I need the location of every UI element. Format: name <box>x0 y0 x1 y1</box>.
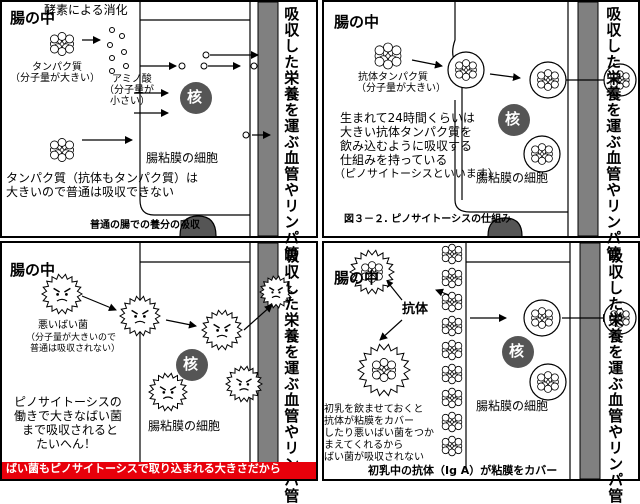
p3-caption-bar: ばい菌もピノサイトーシスで取り込まれる大きさだから <box>2 462 316 479</box>
p3-germ-right <box>224 365 264 403</box>
p2-nucleus-label: 核 <box>505 110 521 128</box>
panel-2-vessel <box>577 1 599 237</box>
p1-protein-cluster <box>50 32 74 56</box>
p3-germ-entry <box>119 295 161 337</box>
p3-bad-sub2: 普通は吸収されない） <box>30 344 121 354</box>
p4-note-line3: したり悪いばい菌をつか <box>324 428 434 439</box>
p4-vesicle-vessel-molecules <box>610 308 630 328</box>
p4-antibody-coating <box>441 243 463 265</box>
p1-vessel-label: 吸収した栄養を運ぶ血管やリンパ管 <box>282 6 301 262</box>
p1-protein-label: タンパク質 <box>32 62 82 73</box>
nucleus-1 <box>180 82 212 114</box>
p2-antibody-cluster <box>374 42 402 70</box>
p2-desc-line2: 大きい抗体タンパク質を <box>340 125 473 139</box>
p2-vesicle-mid-molecules <box>537 69 559 91</box>
p3-germ-vessel <box>259 275 293 309</box>
p1-cell-label: 腸粘膜の細胞 <box>146 151 219 165</box>
panel-1-vessel <box>257 1 279 237</box>
p3-germ-lower <box>148 372 188 412</box>
p3-warn-line1: ピノサイトーシスの <box>14 395 122 409</box>
p4-cell-label: 腸粘膜の細胞 <box>476 399 549 413</box>
p3-warn-line3: まで吸収されると <box>22 423 119 437</box>
p1-nucleus-label: 核 <box>187 88 203 106</box>
p4-vessel-label: 吸収した栄養を運ぶ血管やリンパ管 <box>606 248 625 504</box>
panel-3-arrows <box>81 295 273 331</box>
p2-antibody-sub: （分子量が大きい） <box>356 83 446 94</box>
p2-vesicle-low-molecules <box>531 143 553 165</box>
p2-vessel-label: 吸収した栄養を運ぶ血管やリンパ管 <box>604 6 623 262</box>
p2-desc-line4: 仕組みを持っている <box>340 153 448 167</box>
p4-antibody-on-germ-upper <box>361 261 383 283</box>
p2-vesicle-entry-molecules <box>455 59 477 81</box>
p4-antibody-coating <box>441 315 463 337</box>
p3-bad-label: 悪いばい菌 <box>38 320 88 331</box>
diagram-artwork <box>0 0 640 481</box>
p4-antibody-label: 抗体 <box>402 302 429 317</box>
p3-germ-outside <box>41 273 83 315</box>
p2-desc-line1: 生まれて24時間くらいは <box>340 111 475 125</box>
panel-1-frame <box>0 0 318 238</box>
panel-4-vessel <box>579 242 601 480</box>
panel-1-arrows <box>82 36 271 144</box>
p3-warn-line2: 働きで大きなばい菌 <box>14 409 123 423</box>
p1-caption: 普通の腸での養分の吸収 <box>90 220 200 231</box>
p4-note-line4: まえてくれるから <box>324 440 404 451</box>
p1-enzyme-label: 酵素による消化 <box>44 3 128 17</box>
p4-antibody-coating <box>441 267 463 289</box>
p4-antibody-coating <box>441 291 463 313</box>
panel-3-cells <box>139 243 251 479</box>
p1-amino-sub2: 小さい） <box>110 96 150 107</box>
p2-desc-line5: （ピノサイトーシスといいます） <box>334 167 499 180</box>
p2-antibody-label: 抗体タンパク質 <box>358 72 428 83</box>
p3-vessel-label: 吸収した栄養を運ぶ血管やリンパ管 <box>282 248 301 504</box>
p1-amino-sub1: （分子量が <box>104 85 154 96</box>
p4-nucleus-label: 核 <box>509 342 525 360</box>
p3-gut-label: 腸の中 <box>10 261 56 279</box>
p2-cell-label: 腸粘膜の細胞 <box>476 171 549 185</box>
p3-caption: ばい菌もピノサイトーシスで取り込まれる大きさだから <box>6 462 281 475</box>
nucleus-2 <box>498 104 530 136</box>
p4-gut-label: 腸の中 <box>334 269 380 287</box>
panel-4-frame <box>322 241 640 481</box>
dynamic-shapes <box>41 32 637 457</box>
p2-gut-label: 腸の中 <box>334 13 380 31</box>
p4-antibody-coating <box>441 387 463 409</box>
p1-note-line1: タンパク質（抗体もタンパク質）は <box>6 171 199 185</box>
p1-note-line2: 大きいので普通は吸収できない <box>6 185 175 199</box>
p4-antibody-coating <box>441 435 463 457</box>
p4-antibody-on-germ-lower <box>372 358 396 382</box>
p3-warn-line4: たいへん！ <box>36 437 97 451</box>
panel-1-small-molecules <box>107 27 258 139</box>
p2-desc-line3: 飲み込むように吸収する <box>340 139 473 153</box>
p1-protein-cluster-lower <box>50 138 74 162</box>
nucleus-3 <box>176 349 208 381</box>
p3-cell-label: 腸粘膜の細胞 <box>148 419 221 433</box>
p4-vesicle-low-molecules <box>537 371 559 393</box>
p1-protein-sub: （分子量が大きい） <box>10 73 100 84</box>
nucleus-4 <box>502 336 534 368</box>
p2-caption: 図３－２. ピノサイトーシスの仕組み <box>344 214 512 225</box>
p3-bad-sub1: （分子量が大きいので <box>26 333 117 343</box>
panel-2-frame <box>322 0 640 238</box>
panel-1-cells <box>139 2 251 237</box>
p3-germ-inside <box>201 309 243 351</box>
p4-vesicle-mid-molecules <box>531 307 553 329</box>
p4-antibody-coating <box>441 339 463 361</box>
panel-4-cells <box>465 243 571 479</box>
p4-caption: 初乳中の抗体（Ig A）が粘膜をカバー <box>368 464 558 477</box>
p1-gut-label: 腸の中 <box>10 9 56 27</box>
p1-amino-label: アミノ酸 <box>112 74 152 85</box>
p3-nucleus-label: 核 <box>183 355 199 373</box>
p4-note-line2: 抗体が粘膜をカバー <box>324 416 414 427</box>
p4-note-line5: ばい菌が吸収されない <box>324 452 424 463</box>
p2-vesicle-vessel-molecules <box>610 70 630 90</box>
p4-antibody-coating <box>441 363 463 385</box>
p4-antibody-coating <box>441 411 463 433</box>
p4-note-line1: 初乳を飲ませておくと <box>324 404 424 415</box>
panel-3-frame <box>0 241 318 481</box>
